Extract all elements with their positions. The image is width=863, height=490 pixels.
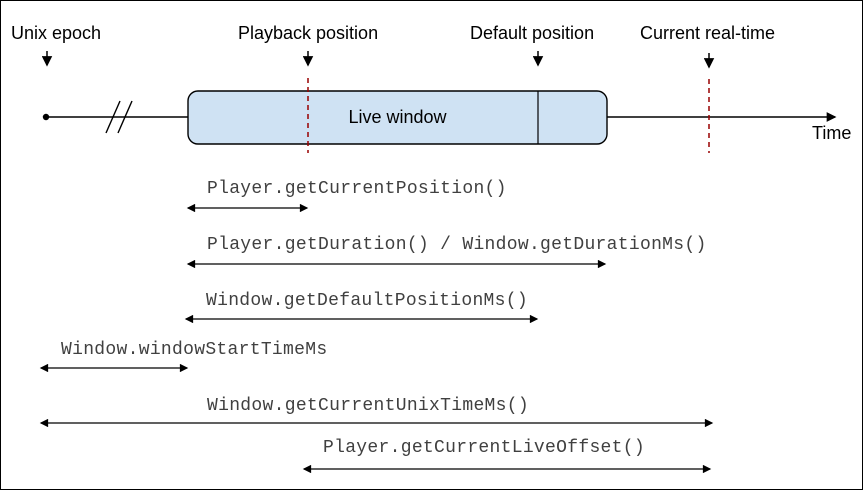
- break-slash-1: [105, 100, 121, 134]
- annotation-window-start-time: Window.windowStartTimeMs: [61, 340, 328, 360]
- current-real-time-label: Current real-time: [640, 23, 776, 43]
- unix-epoch-label: Unix epoch: [11, 23, 102, 43]
- live-window-label: Live window: [348, 107, 447, 127]
- annotation-get-duration: Player.getDuration() / Window.getDuratio…: [207, 235, 707, 255]
- annotation-get-current-position: Player.getCurrentPosition(): [207, 179, 507, 199]
- playback-position-label: Playback position: [238, 23, 379, 43]
- time-axis-label: Time: [812, 123, 852, 143]
- annotation-get-default-position: Window.getDefaultPositionMs(): [206, 291, 528, 311]
- annotation-get-current-live-offset: Player.getCurrentLiveOffset(): [323, 438, 645, 458]
- default-position-label: Default position: [470, 23, 595, 43]
- annotation-get-current-unix-time: Window.getCurrentUnixTimeMs(): [207, 396, 529, 416]
- live-window-box: [187, 90, 608, 145]
- break-slash-2: [117, 100, 133, 134]
